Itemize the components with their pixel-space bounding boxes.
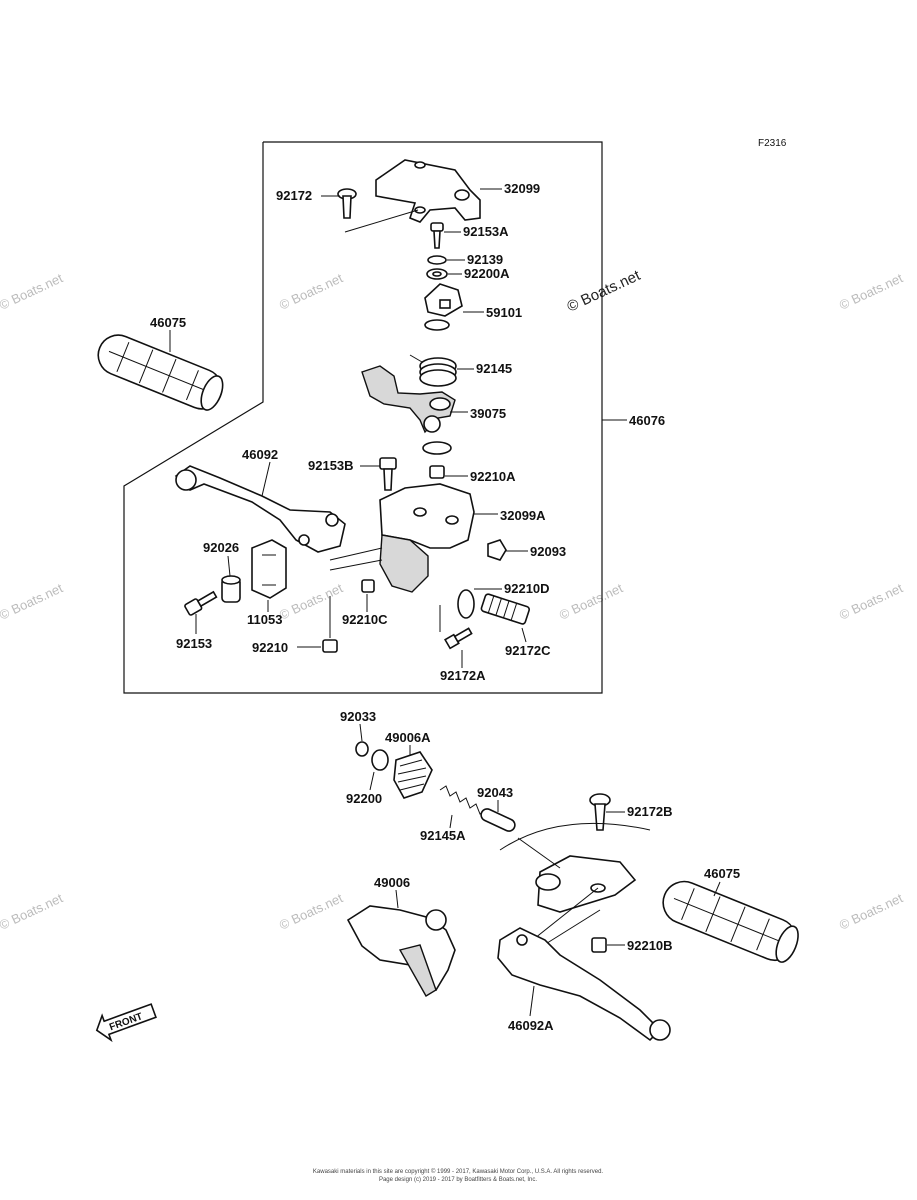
part-49006: [346, 905, 456, 997]
footer-copyright: Kawasaki materials in this site are copy…: [313, 1168, 604, 1175]
label-46076: 46076: [629, 413, 665, 428]
part-92210: [322, 639, 338, 653]
watermark: © Boats.net: [277, 890, 345, 933]
part-92033: [355, 741, 369, 757]
label-32099: 32099: [504, 181, 540, 196]
part-32099A: [329, 483, 475, 593]
figure-id: F2316: [758, 138, 787, 149]
watermark: © Boats.net: [837, 580, 905, 623]
watermark: © Boats.net: [0, 270, 65, 313]
assembly-frame: [123, 141, 603, 694]
label-32099A: 32099A: [500, 508, 546, 523]
label-92210C: 92210C: [342, 612, 388, 627]
label-92153: 92153: [176, 636, 212, 651]
label-92172: 92172: [276, 188, 312, 203]
watermark: © Boats.net: [277, 580, 345, 623]
watermark: © Boats.net: [0, 580, 65, 623]
part-92153A: [430, 222, 444, 249]
part-46075-right: [662, 880, 799, 963]
part-92153: [184, 590, 218, 616]
label-92026: 92026: [203, 540, 239, 555]
watermark: © Boats.net: [837, 270, 905, 313]
label-59101: 59101: [486, 305, 522, 320]
part-washer: [422, 441, 452, 455]
part-92043: [480, 808, 516, 832]
label-92145: 92145: [476, 361, 512, 376]
watermark: © Boats.net: [0, 890, 65, 933]
label-46092A: 46092A: [508, 1018, 554, 1033]
label-92200: 92200: [346, 791, 382, 806]
label-92145A: 92145A: [420, 828, 466, 843]
part-39075: [361, 365, 456, 434]
label-92210B: 92210B: [627, 938, 673, 953]
label-11053: 11053: [247, 612, 282, 627]
part-32099: [344, 159, 481, 233]
watermark: © Boats.net: [277, 270, 345, 313]
part-bracket: [499, 822, 651, 961]
label-92093: 92093: [530, 544, 566, 559]
label-92172B: 92172B: [627, 804, 673, 819]
part-92172: [337, 188, 357, 219]
label-92172A: 92172A: [440, 668, 486, 683]
part-92145: [409, 354, 457, 387]
front-marker: FRONT: [95, 1003, 157, 1043]
label-92153A: 92153A: [463, 224, 509, 239]
part-46092: [174, 465, 346, 553]
part-92026: [221, 575, 241, 603]
part-92172C: [480, 593, 530, 625]
part-92210A: [429, 465, 445, 479]
part-92093: [487, 539, 507, 561]
part-46092A: [497, 927, 671, 1042]
watermark: © Boats.net: [837, 890, 905, 933]
watermark: © Boats.net: [557, 580, 625, 623]
label-92210: 92210: [252, 640, 288, 655]
part-92153B: [379, 457, 397, 491]
label-46075-left: 46075: [150, 315, 186, 330]
part-46075-left: [97, 334, 224, 411]
part-92200: [371, 749, 389, 771]
label-92139: 92139: [467, 252, 503, 267]
label-39075: 39075: [470, 406, 506, 421]
part-11053: [251, 539, 287, 599]
part-92210D: [457, 589, 475, 619]
labels: 32099 92172 92153A 92139 92200A 59101 46…: [150, 181, 740, 1033]
label-92210D: 92210D: [504, 581, 550, 596]
watermark-prominent: © Boats.net: [565, 267, 644, 316]
part-92210C: [361, 579, 375, 593]
part-92139: [427, 255, 447, 265]
label-46092: 46092: [242, 447, 278, 462]
label-92172C: 92172C: [505, 643, 551, 658]
label-49006A: 49006A: [385, 730, 431, 745]
part-92172A: [444, 627, 473, 650]
label-92153B: 92153B: [308, 458, 354, 473]
label-92033: 92033: [340, 709, 376, 724]
footer-design: Page design (c) 2019 - 2017 by Boatfitte…: [379, 1177, 537, 1183]
label-92043: 92043: [477, 785, 513, 800]
part-49006A: [393, 751, 433, 799]
part-92210B: [591, 937, 607, 953]
label-92210A: 92210A: [470, 469, 516, 484]
label-49006: 49006: [374, 875, 410, 890]
part-59101: [424, 283, 463, 331]
label-92200A: 92200A: [464, 266, 510, 281]
label-46075-right: 46075: [704, 866, 740, 881]
